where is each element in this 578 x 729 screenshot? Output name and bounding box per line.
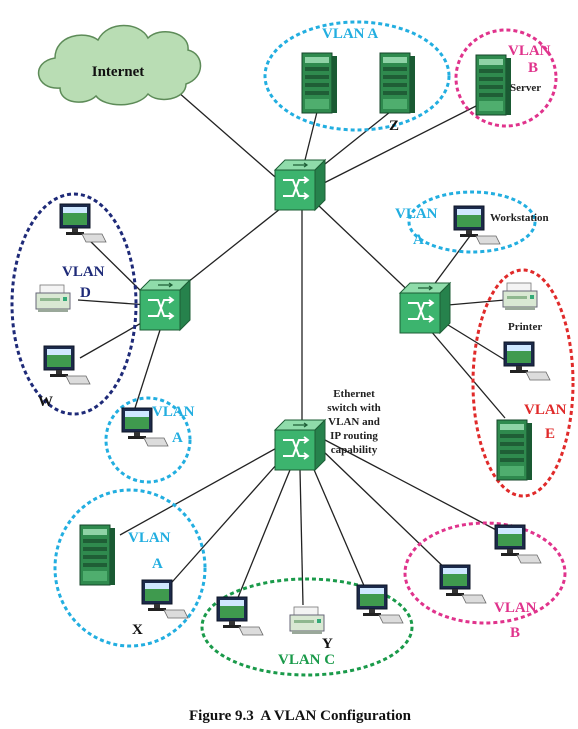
link-right-printer: [447, 299, 506, 306]
vlan-b-bottom-label-1: VLAN: [494, 600, 537, 616]
link-bottom-ws-b2: [324, 439, 501, 533]
vlan-d-label-1: VLAN: [62, 264, 105, 280]
vlan-b-bottom-label-2: B: [510, 625, 520, 641]
printer-icon-vlan-d: [35, 284, 71, 313]
vlan-a-workstation-label-1: VLAN: [395, 206, 438, 222]
workstation-icon-vlan-c-2: [356, 584, 404, 624]
workstation-label: Workstation: [490, 212, 549, 224]
internet-label: Internet: [92, 64, 145, 80]
switch-note-line-3: VLAN and: [328, 416, 380, 428]
workstation-icon-vlan-d-top: [59, 203, 107, 243]
vlan-a-left-label-2: A: [172, 430, 183, 446]
server-icon-vlan-e: [496, 419, 533, 481]
workstation-icon-w: [43, 345, 91, 385]
vlan-rings: [10, 20, 575, 677]
printer-label: Printer: [508, 321, 542, 333]
link-right-ws-e: [439, 319, 506, 361]
link-core-right-switch: [317, 204, 419, 301]
link-core-server-b: [319, 104, 479, 186]
vlan-a-workstation-label-2: A: [413, 232, 424, 248]
workstation-icon-vlan-e: [503, 341, 551, 381]
left-switch-icon: [139, 279, 191, 331]
vlan-e-ring: [471, 268, 575, 498]
link-right-ws: [429, 235, 471, 291]
node-letter-w: W: [38, 394, 53, 410]
printer-icon-vlan-e: [502, 282, 538, 311]
link-left-ws-w: [79, 317, 151, 359]
vlan-c-ring: [200, 577, 414, 677]
server-icon-vlan-b: [475, 54, 512, 116]
link-bottom-server-a: [119, 444, 283, 536]
vlan-e-label-1: VLAN: [524, 402, 567, 418]
vlan-b-top-label-2: B: [528, 60, 538, 76]
vlan-a-bottom-ring: [53, 488, 207, 648]
network-links: [77, 84, 506, 606]
node-letter-z: Z: [389, 118, 399, 134]
bottom-switch-icon: [274, 419, 326, 471]
vlan-d-ring: [10, 192, 138, 416]
link-bottom-ws-c1: [236, 464, 293, 601]
link-bottom-ws-b1: [321, 449, 453, 576]
server-label: Server: [510, 82, 541, 94]
vlan-b-top-ring: [454, 28, 558, 128]
server-icon-z: [379, 52, 416, 114]
vlan-a-bottom-label-2: A: [152, 556, 163, 572]
workstation-icon-x: [141, 579, 189, 619]
vlan-a-top-ring: [263, 20, 451, 132]
link-right-server-e: [429, 329, 506, 419]
vlan-b-top-label-1: VLAN: [508, 43, 551, 59]
link-internet-core: [169, 84, 291, 191]
vlan-c-label: VLAN C: [278, 652, 335, 668]
printer-icon-y: [289, 606, 325, 635]
link-core-left-switch: [177, 204, 286, 291]
workstation-icon-vlan-b-2: [494, 524, 542, 564]
right-switch-icon: [399, 282, 451, 334]
node-letter-y: Y: [322, 636, 333, 652]
vlan-e-label-2: E: [545, 426, 555, 442]
link-left-ws-top: [84, 235, 149, 299]
switch-note-line-5: capability: [331, 444, 378, 456]
link-left-ws-a: [134, 329, 161, 409]
vlan-a-bottom-label-1: VLAN: [128, 530, 171, 546]
workstation-icon-vlan-c-1: [216, 596, 264, 636]
core-switch-icon: [274, 159, 326, 211]
server-icon-vlan-a-bottom: [79, 524, 116, 586]
switch-note-line-1: Ethernet: [333, 388, 375, 400]
link-bottom-ws-x: [164, 454, 286, 591]
switch-note-line-4: IP routing: [330, 430, 378, 442]
server-icon-vlan-a-1: [301, 52, 338, 114]
vlan-a-top-label: VLAN A: [322, 26, 378, 42]
link-bottom-printer-y: [299, 469, 304, 606]
vlan-a-left-label-1: VLAN: [152, 404, 195, 420]
switch-note: Ethernet switch with VLAN and IP routing…: [327, 388, 380, 456]
figure-caption: Figure 9.3 A VLAN Configuration: [189, 708, 412, 724]
vlan-a-left-ring: [104, 396, 192, 484]
link-bottom-ws-c2: [311, 464, 369, 596]
vlan-d-label-2: D: [80, 285, 91, 301]
switch-note-line-2: switch with: [327, 402, 380, 414]
vlan-b-bottom-ring: [403, 521, 567, 625]
workstation-icon-vlan-b-1: [439, 564, 487, 604]
node-letter-x: X: [132, 622, 143, 638]
vlan-a-workstation-ring: [407, 190, 537, 254]
internet-cloud: Internet: [37, 24, 202, 106]
